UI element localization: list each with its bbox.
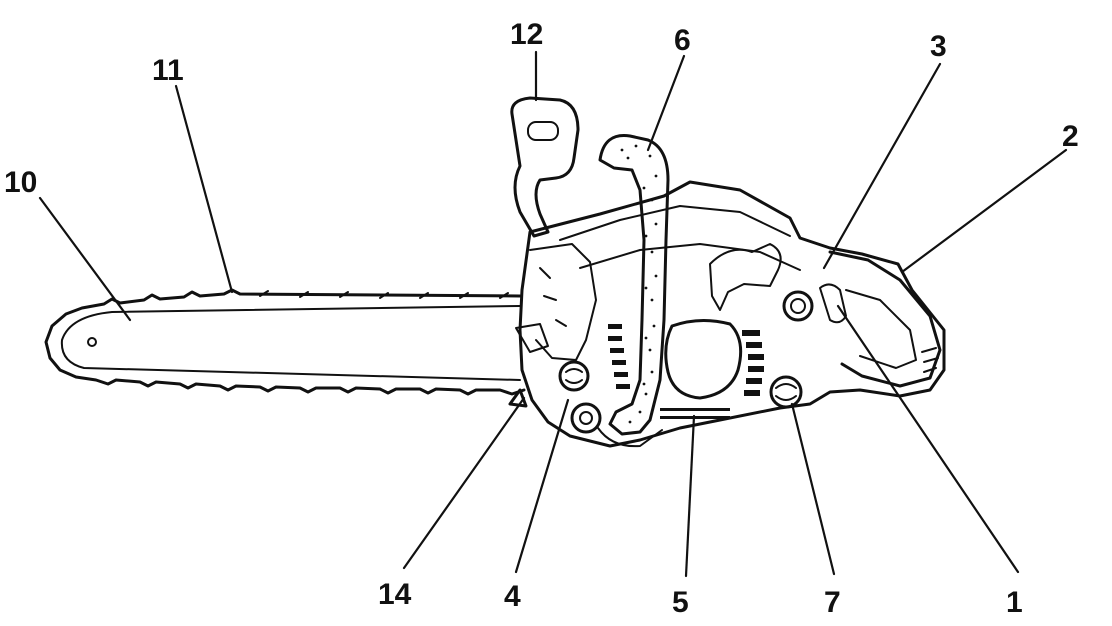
leader-14 (402, 396, 526, 570)
callout-6: 6 (674, 24, 691, 57)
callout-11: 11 (152, 54, 184, 87)
leader-7 (790, 402, 836, 576)
choke-knob (782, 290, 814, 322)
foam-grip-texture (620, 144, 658, 424)
callout-5: 5 (672, 586, 689, 619)
bar-nut-upper (558, 360, 590, 392)
fuel-cap (769, 375, 803, 409)
leader-lines (38, 50, 1068, 578)
engine-housing (515, 180, 946, 448)
callout-14: 14 (378, 578, 412, 611)
leader-11 (174, 84, 234, 294)
leader-6 (646, 54, 686, 152)
callout-2: 2 (1062, 120, 1079, 153)
leader-4 (514, 398, 570, 574)
guard-slot (527, 121, 559, 141)
leader-1 (836, 304, 1020, 574)
callout-12: 12 (510, 18, 543, 51)
front-handle (598, 134, 670, 436)
guide-bar (44, 288, 526, 396)
callout-7: 7 (824, 586, 841, 619)
callout-4: 4 (504, 580, 521, 613)
callout-10: 10 (4, 166, 37, 199)
starter-cover (664, 319, 743, 400)
callout-labels: 1 2 3 4 5 6 7 10 11 12 14 (4, 18, 1079, 619)
leader-5 (684, 414, 696, 578)
leader-10 (38, 196, 132, 322)
bar-nose-rivet (87, 337, 97, 347)
callout-3: 3 (930, 30, 947, 63)
leader-3 (822, 62, 942, 270)
bar-nut-lower (570, 402, 602, 434)
chain-brake-guard (510, 96, 580, 238)
callout-1: 1 (1006, 586, 1023, 619)
leader-2 (900, 148, 1068, 274)
